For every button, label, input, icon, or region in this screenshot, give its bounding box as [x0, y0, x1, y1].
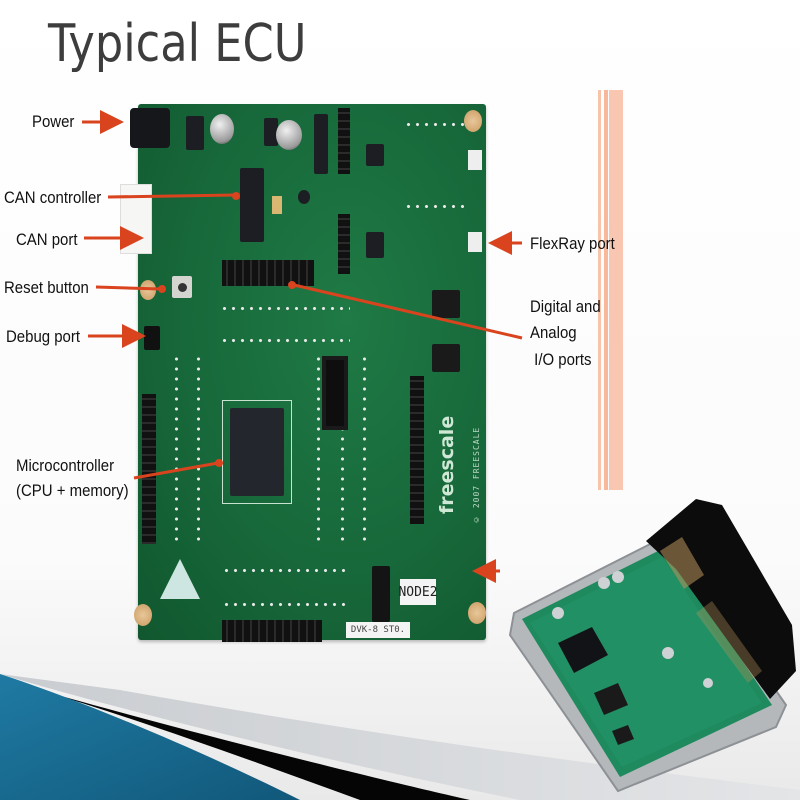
- bottom-pin-header: [222, 620, 322, 642]
- label-can-controller: CAN controller: [4, 188, 102, 207]
- connector-strip: [314, 114, 328, 174]
- ic: [366, 232, 384, 258]
- label-microcontroller-line2: (CPU + memory): [16, 480, 129, 500]
- node-label: NODE2: [398, 579, 438, 605]
- production-ecu-image: [508, 499, 796, 793]
- via-row: [220, 304, 350, 314]
- label-microcontroller-line1: Microcontroller: [16, 456, 115, 475]
- via-row: [220, 336, 350, 346]
- freescale-copyright: © 2007 FREESCALE: [472, 426, 481, 524]
- mount-hole: [140, 280, 156, 300]
- pin-header: [338, 214, 350, 274]
- via-column: [338, 354, 347, 544]
- push-button: [432, 290, 460, 318]
- label-debug-port: Debug port: [6, 327, 81, 346]
- mount-hole: [464, 110, 482, 132]
- can-controller-chip: [240, 168, 264, 242]
- mcu-footprint: [222, 400, 292, 504]
- diode: [264, 118, 278, 146]
- label-io-ports: Digital and Analog I/O ports: [530, 294, 601, 373]
- capacitor: [276, 120, 302, 150]
- io-header: [222, 260, 314, 286]
- via-row: [404, 202, 464, 212]
- freescale-logo-text: freescale: [436, 415, 458, 514]
- tantalum-cap: [272, 196, 282, 214]
- can-port-connector: [120, 184, 152, 254]
- slide-title: Typical ECU: [48, 14, 307, 74]
- right-pin-header: [410, 376, 424, 524]
- via-row: [404, 120, 480, 130]
- ic: [366, 144, 384, 166]
- via-row: [222, 600, 346, 610]
- label-can-port: CAN port: [16, 230, 78, 249]
- pin-header: [338, 108, 350, 174]
- diode: [186, 116, 204, 150]
- label-reset-button: Reset button: [4, 278, 89, 297]
- label-io-line3: I/O ports: [530, 349, 592, 369]
- dip-socket: [322, 356, 348, 430]
- reset-button-switch: [172, 276, 192, 298]
- flexray-port-connector: [468, 150, 482, 170]
- jumper: [372, 566, 390, 622]
- via-column: [314, 354, 323, 544]
- transistor: [298, 190, 310, 204]
- microcontroller-chip: [230, 408, 284, 496]
- mount-hole: [468, 602, 486, 624]
- label-io-line1: Digital and: [530, 297, 601, 316]
- label-power: Power: [32, 112, 75, 131]
- mount-hole: [134, 604, 152, 626]
- via-row: [222, 566, 346, 576]
- label-flexray-port: FlexRay port: [530, 234, 615, 253]
- label-io-line2: Analog: [530, 323, 577, 343]
- flexray-port-connector: [468, 232, 482, 252]
- via-column: [194, 354, 203, 544]
- dev-board-pcb: freescale © 2007 FREESCALE NODE2 DVK-8 S…: [120, 104, 486, 642]
- decorative-swoosh: [0, 674, 800, 800]
- via-column: [172, 354, 181, 544]
- label-microcontroller: Microcontroller (CPU + memory): [16, 454, 129, 503]
- board-sticker: DVK-8 ST0.: [346, 622, 410, 638]
- via-column: [360, 354, 369, 544]
- left-pin-header: [142, 394, 156, 544]
- debug-port-header: [144, 326, 160, 350]
- capacitor: [210, 114, 234, 144]
- push-button: [432, 344, 460, 372]
- decorative-stripes: [598, 90, 626, 490]
- esd-warning-symbol: [160, 559, 200, 599]
- power-jack: [130, 108, 170, 148]
